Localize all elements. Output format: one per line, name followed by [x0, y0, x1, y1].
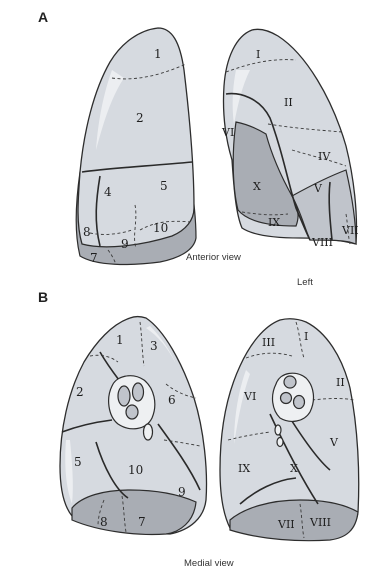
panel-a-letter: A: [38, 9, 48, 25]
panel-b-right-seg-6: 6: [168, 393, 176, 407]
panel-b-left-seg-ii: II: [336, 376, 345, 389]
panel-b-caption: Medial view: [184, 558, 234, 569]
panel-a-left-seg-v: V: [313, 182, 323, 195]
panel-a-left-seg-viii: VIII: [311, 236, 333, 249]
panel-a-right-seg-4: 4: [104, 185, 112, 199]
panel-b-right-seg-8: 8: [100, 515, 108, 529]
panel-b-right-seg-9: 9: [178, 485, 186, 499]
panel-b-left-seg-i: I: [304, 330, 308, 343]
panel-a-right-seg-10: 10: [153, 221, 168, 235]
panel-a-right-seg-2: 2: [136, 111, 144, 125]
panel-a-left-seg-i: I: [256, 48, 260, 61]
panel-a-right-seg-7: 7: [90, 251, 98, 265]
panel-b-right-seg-3: 3: [150, 339, 158, 353]
panel-a-left-seg-vii: VII: [341, 224, 359, 237]
panel-b-right-seg-1: 1: [116, 333, 124, 347]
panel-a-right-seg-8: 8: [83, 225, 91, 239]
panel-b-left-seg-viii: VIII: [309, 516, 331, 529]
panel-a-right-seg-1: 1: [154, 47, 162, 61]
panel-a-left-seg-iv: IV: [318, 150, 331, 163]
panel-b-left-seg-v: V: [329, 436, 339, 449]
panel-b-left-seg-x: X: [290, 462, 298, 475]
panel-b-letter: B: [38, 289, 48, 305]
panel-a-left-seg-vi: VI: [221, 126, 234, 139]
panel-b-right-seg-7: 7: [138, 515, 146, 529]
panel-b-left-seg-iii: III: [262, 336, 275, 349]
panel-a-left-label: Left: [297, 277, 313, 288]
panel-b-left-seg-vi: VI: [243, 390, 256, 403]
panel-a-right-seg-9: 9: [121, 237, 129, 251]
panel-b-left-seg-ix: IX: [238, 462, 250, 475]
panel-a-left-seg-ii: II: [284, 96, 293, 109]
panel-b-left-seg-vii: VII: [277, 518, 295, 531]
panel-a-caption: Anterior view: [186, 252, 241, 263]
panel-a-right-seg-5: 5: [160, 179, 168, 193]
panel-b-right-seg-10: 10: [128, 463, 143, 477]
panel-b-right-seg-2: 2: [76, 385, 84, 399]
panel-a-left-seg-x: X: [253, 180, 261, 193]
panel-a-left-seg-ix: IX: [268, 216, 280, 229]
panel-b-right-seg-5: 5: [74, 455, 82, 469]
